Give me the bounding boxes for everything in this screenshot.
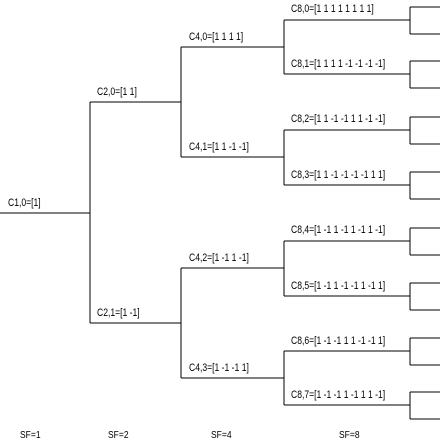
node-label-c84: C8,4=[1 -1 1 -1 1 -1 1 -1] — [291, 224, 386, 236]
node-label-c42: C4,2=[1 -1 1 -1] — [189, 252, 249, 264]
node-label-c85: C8,5=[1 -1 1 -1 -1 1 -1 1] — [291, 280, 386, 292]
node-label-c41: C4,1=[1 1 -1 -1] — [189, 141, 249, 153]
node-label-c40: C4,0=[1 1 1 1] — [189, 31, 244, 43]
node-label-c83: C8,3=[1 1 -1 -1 -1 -1 1 1] — [291, 169, 386, 181]
node-label-c43: C4,3=[1 -1 -1 1] — [189, 362, 249, 374]
sf-label-1: SF=1 — [20, 430, 41, 441]
node-label-c21: C2,1=[1 -1] — [97, 307, 140, 319]
node-label-c87: C8,7=[1 -1 -1 1 -1 1 1 -1] — [291, 389, 386, 401]
node-label-c20: C2,0=[1 1] — [97, 86, 137, 98]
node-label-c10: C1,0=[1] — [8, 197, 41, 209]
node-label-c86: C8,6=[1 -1 -1 1 1 -1 -1 1] — [291, 335, 386, 347]
sf-label-8: SF=8 — [339, 430, 360, 441]
node-label-c82: C8,2=[1 1 -1 -1 1 1 -1 -1] — [291, 113, 386, 125]
sf-label-4: SF=4 — [211, 430, 232, 441]
node-label-c81: C8,1=[1 1 1 1 -1 -1 -1 -1] — [291, 58, 386, 70]
sf-label-2: SF=2 — [108, 430, 129, 441]
node-label-c80: C8,0=[1 1 1 1 1 1 1 1] — [291, 3, 374, 15]
